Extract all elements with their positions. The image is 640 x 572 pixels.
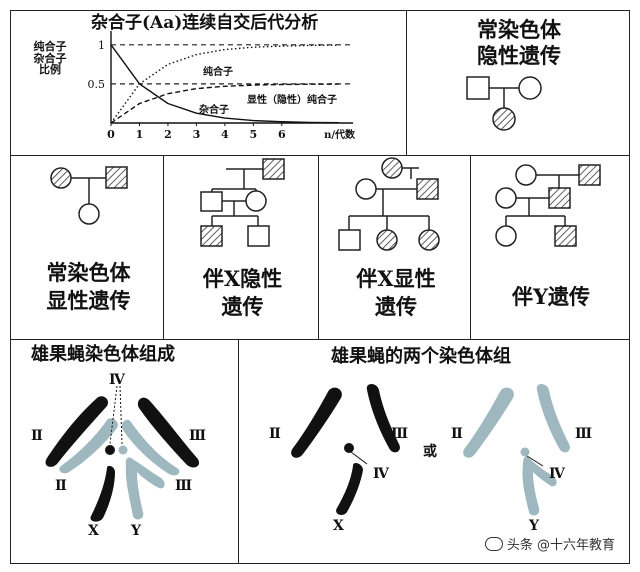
fly2-label-III-a: Ⅲ (391, 426, 409, 442)
fly2-label-II-b: Ⅱ (451, 426, 463, 442)
x-tick-label: 6 (278, 128, 286, 141)
panel-x-recessive: 伴X隐性 遗传 (163, 155, 320, 341)
fly1-title: 雄果蝇染色体组成 (31, 344, 175, 365)
chart-ylabel: 纯合子杂合子比例 (33, 40, 67, 77)
x-tick-label: 3 (193, 128, 201, 141)
series-label: 显性（隐性）纯合子 (247, 93, 337, 106)
chart-panel: 杂合子(Aa)连续自交后代分析 纯合子杂合子比例 1 0.5 0 1 2 3 4 5 6 n/代数… (10, 10, 408, 156)
series-line-1 (110, 83, 339, 124)
x-tick-label: 4 (221, 128, 229, 141)
panel-x-dominant: 伴X显性 遗传 (318, 155, 472, 341)
yl-title: 伴Y遗传 (512, 284, 590, 309)
ar-title-line2: 隐性遗传 (477, 43, 561, 68)
fly2-label-III-b: Ⅲ (575, 426, 593, 442)
fly2-label-or: 或 (423, 444, 437, 460)
panel-autosomal-recessive: 常染色体 隐性遗传 (406, 10, 630, 156)
chart-title: 杂合子(Aa)连续自交后代分析 (91, 13, 319, 33)
pedigree-xd (338, 157, 440, 251)
fly2-chromosome-diagram (291, 384, 570, 516)
ar-mother (518, 76, 542, 100)
pedigree-ar (466, 76, 542, 131)
pedigree-yl (495, 164, 601, 247)
ad-title-line2: 显性遗传 (46, 288, 131, 313)
series-label: 杂合子 (199, 103, 229, 116)
series-label: 纯合子 (203, 65, 233, 78)
ar-affected-daughter (492, 107, 516, 131)
watermark-text: 头条 @十六年教育 (506, 538, 615, 553)
fly1-label-III-a: Ⅲ (189, 428, 207, 444)
xd-title-line2: 遗传 (375, 294, 417, 319)
x-tick-label: 0 (107, 128, 115, 141)
chromosome-III-dark (137, 397, 200, 468)
fly1-label-II-b: Ⅱ (55, 478, 67, 494)
xd-title-line1: 伴X显性 (356, 266, 436, 291)
fly1-label-III-b: Ⅲ (175, 478, 193, 494)
panel-fly-genomes: 雄果蝇的两个染色体组 Ⅱ Ⅲ Ⅳ X 或 Ⅱ Ⅲ Ⅳ Y 头条 @十六年教育 (238, 339, 630, 564)
fly1-label-X: X (88, 523, 99, 539)
chromosome-X (90, 465, 115, 522)
chromosome-Y (125, 457, 165, 520)
fly2-label-Y: Y (529, 518, 539, 534)
fly2-title: 雄果蝇的两个染色体组 (331, 346, 511, 367)
fly2-label-X: X (333, 518, 344, 534)
chromosome-III-light (121, 419, 180, 476)
watermark: 头条 @十六年教育 (484, 534, 615, 553)
fly2-label-IV-b: Ⅳ (549, 466, 565, 482)
ar-father (466, 76, 490, 100)
x-axis-label: n/代数 (324, 128, 356, 141)
y-tick-label: 1 (98, 39, 105, 52)
chromosome-II-light (59, 418, 118, 474)
fly2-label-IV-a: Ⅳ (373, 466, 389, 482)
pedigree-ad (50, 166, 128, 225)
panel-fly-chromosomes: 雄果蝇染色体组成 Ⅳ Ⅱ Ⅲ Ⅱ Ⅲ X Y (10, 339, 240, 564)
fly1-label-IV: Ⅳ (109, 372, 125, 388)
xr-title-line1: 伴X隐性 (202, 266, 283, 291)
panel-y-linked: 伴Y遗传 (470, 155, 630, 341)
x-tick-label: 1 (136, 128, 144, 141)
chat-bubble-icon (484, 536, 503, 551)
fly1-label-II-a: Ⅱ (31, 428, 43, 444)
x-tick-label: 5 (250, 128, 258, 141)
y-tick-label: 0.5 (88, 78, 106, 91)
x-tick-label: 2 (164, 128, 172, 141)
chromosome-II-dark (45, 396, 109, 467)
fly1-label-Y: Y (131, 523, 141, 539)
ad-title-line1: 常染色体 (46, 260, 131, 285)
fly2-label-II-a: Ⅱ (269, 426, 281, 442)
panel-autosomal-dominant: 常染色体 显性遗传 (10, 155, 165, 341)
series-line-2 (110, 44, 339, 124)
fly1-chromosome-diagram (45, 385, 200, 522)
xr-title-line2: 遗传 (221, 294, 264, 319)
ar-title-line1: 常染色体 (477, 17, 561, 42)
pedigree-xr (200, 158, 285, 247)
